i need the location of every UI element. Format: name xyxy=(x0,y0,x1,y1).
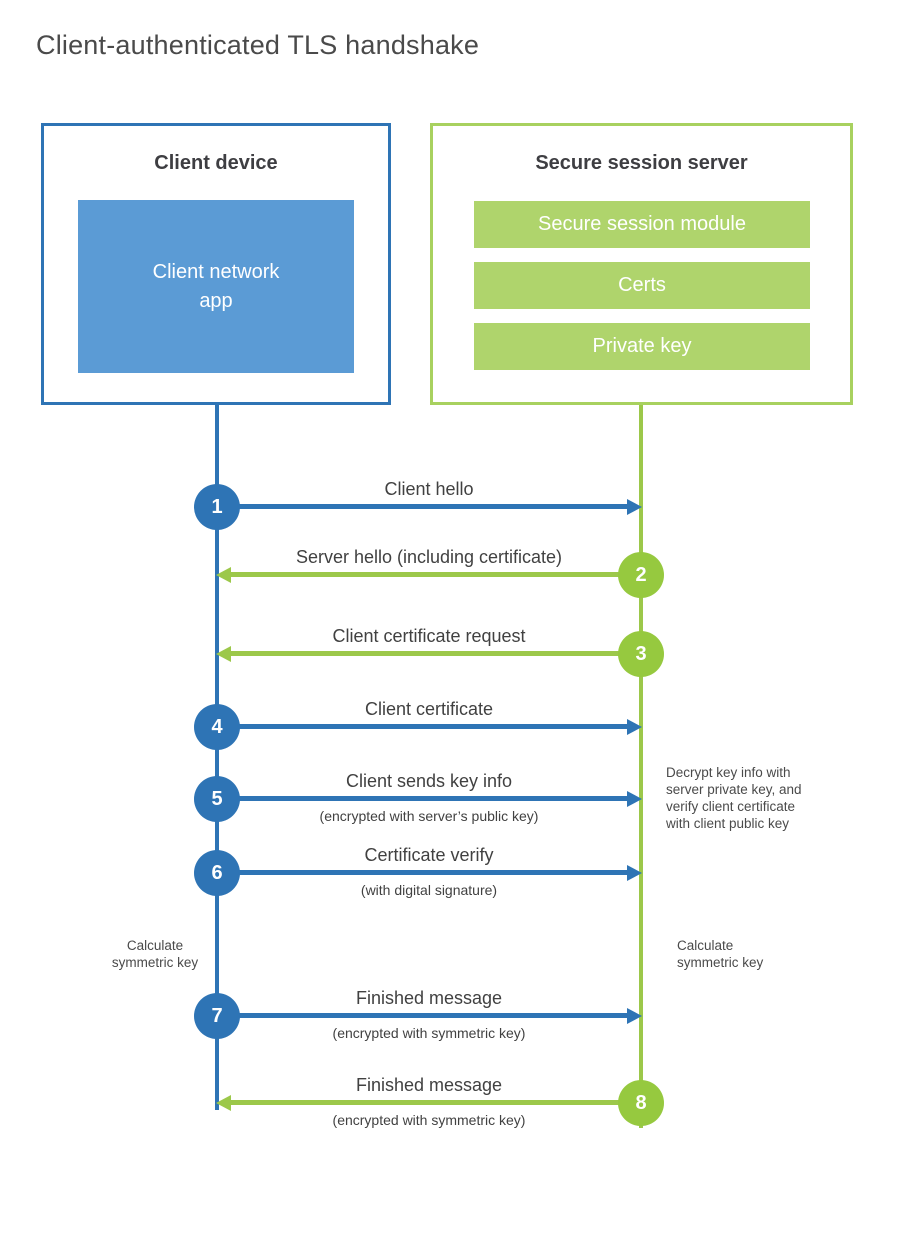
client-lifeline xyxy=(215,405,219,1110)
page-title: Client-authenticated TLS handshake xyxy=(36,30,480,60)
message-row-5: Client sends key info (encrypted with se… xyxy=(194,771,642,824)
secure-session-server-title: Secure session server xyxy=(535,152,748,174)
arrow-line xyxy=(230,651,641,656)
step-circle: 6 xyxy=(194,850,240,896)
message-label: Certificate verify xyxy=(364,845,494,865)
server-module-certs: Certs xyxy=(474,262,810,309)
message-sublabel: (encrypted with symmetric key) xyxy=(332,1025,526,1041)
message-label: Client hello xyxy=(384,479,474,499)
arrow-head-right-icon xyxy=(627,864,642,881)
message-row-4: Client certificate 4 xyxy=(194,699,642,750)
arrow-head-right-icon xyxy=(627,1007,642,1024)
message-sublabel: (with digital signature) xyxy=(360,882,498,898)
message-row-3: Client certificate request 3 xyxy=(216,626,664,677)
server-module-private-key: Private key xyxy=(474,323,810,370)
server-lifeline xyxy=(639,405,643,1128)
step-circle: 8 xyxy=(618,1080,664,1126)
message-label: Server hello (including certificate) xyxy=(295,547,563,567)
message-sublabel: (encrypted with server’s public key) xyxy=(319,808,539,824)
calculate-symmetric-key-client-note: Calculate symmetric key xyxy=(111,938,199,970)
arrow-line xyxy=(230,1100,641,1105)
arrow-line xyxy=(217,724,628,729)
server-modules: Secure session module Certs Private key xyxy=(474,201,810,384)
arrow-line xyxy=(230,572,641,577)
message-label: Finished message xyxy=(355,988,503,1008)
client-device-title: Client device xyxy=(154,152,278,174)
arrow-line xyxy=(217,796,628,801)
message-label: Finished message xyxy=(355,1075,503,1095)
client-device-box: Client device Client network app xyxy=(41,123,391,405)
message-row-2: Server hello (including certificate) 2 xyxy=(216,547,664,598)
server-module-secure-session: Secure session module xyxy=(474,201,810,248)
message-row-8: Finished message (encrypted with symmetr… xyxy=(216,1075,664,1128)
arrow-line xyxy=(217,870,628,875)
arrow-head-left-icon xyxy=(216,645,231,662)
message-row-6: Certificate verify (with digital signatu… xyxy=(194,845,642,898)
message-label: Client certificate xyxy=(364,699,494,719)
secure-session-server-box: Secure session server Secure session mod… xyxy=(430,123,853,405)
decrypt-key-note: Decrypt key info with server private key… xyxy=(666,765,802,831)
step-circle: 5 xyxy=(194,776,240,822)
step-circle: 2 xyxy=(618,552,664,598)
arrow-head-left-icon xyxy=(216,566,231,583)
message-sublabel: (encrypted with symmetric key) xyxy=(332,1112,526,1128)
message-row-7: Finished message (encrypted with symmetr… xyxy=(194,988,642,1041)
message-row-1: Client hello 1 xyxy=(194,479,642,530)
calculate-symmetric-key-server-note: Calculate symmetric key xyxy=(677,938,764,970)
message-label: Client sends key info xyxy=(345,771,513,791)
arrow-head-left-icon xyxy=(216,1094,231,1111)
step-circle: 7 xyxy=(194,993,240,1039)
step-circle: 1 xyxy=(194,484,240,530)
arrow-line xyxy=(217,504,628,509)
step-circle: 4 xyxy=(194,704,240,750)
arrow-head-right-icon xyxy=(627,718,642,735)
step-circle: 3 xyxy=(618,631,664,677)
arrow-head-right-icon xyxy=(627,790,642,807)
message-label: Client certificate request xyxy=(332,626,526,646)
arrow-head-right-icon xyxy=(627,498,642,515)
arrow-line xyxy=(217,1013,628,1018)
client-network-app-box: Client network app xyxy=(78,200,354,373)
